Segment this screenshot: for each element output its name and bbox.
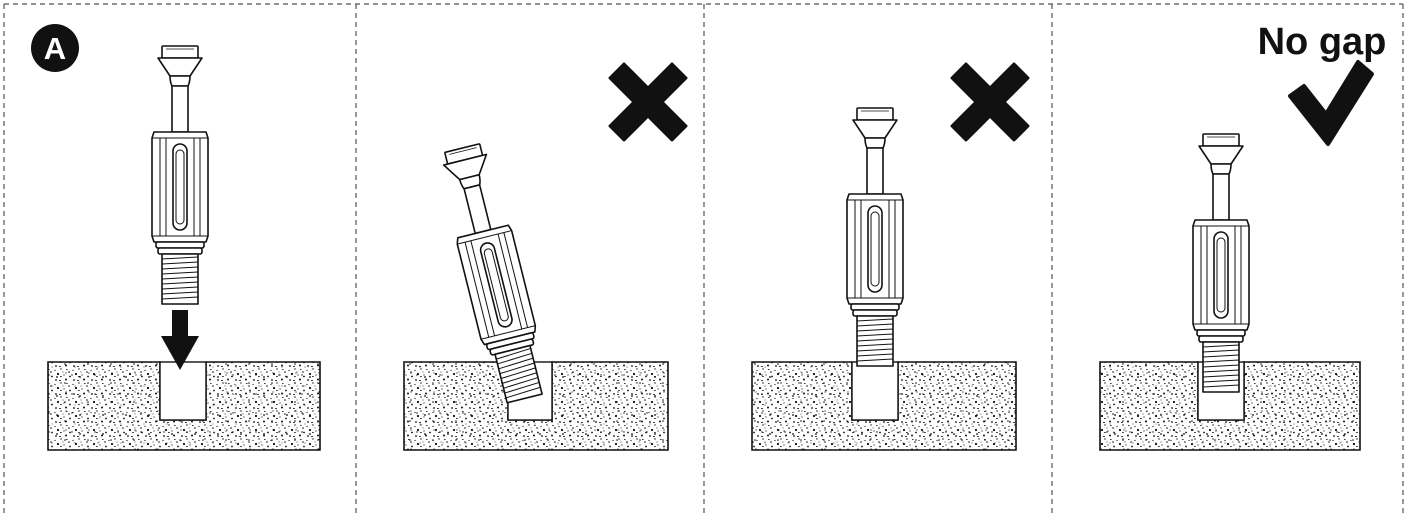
cross-icon [950,62,1030,142]
panel-d: No gap [1099,21,1387,451]
panel-b [403,62,688,451]
down-arrow-icon [161,310,199,370]
panel-badge: A [31,24,79,72]
drill-hole [851,361,899,421]
check-icon [1288,60,1374,146]
no-gap-caption: No gap [1258,21,1387,63]
drill-hole [159,361,207,421]
panel-frame [3,3,1404,517]
concrete-block [751,361,1017,451]
panel-badge-label: A [44,31,66,66]
panel-a: A [31,24,321,451]
panel-c [751,62,1030,451]
anchor-bolt-with-gap [846,107,904,367]
anchor-bolt [151,45,209,305]
anchor-bolt-seated [1192,133,1250,393]
cross-icon [608,62,688,142]
